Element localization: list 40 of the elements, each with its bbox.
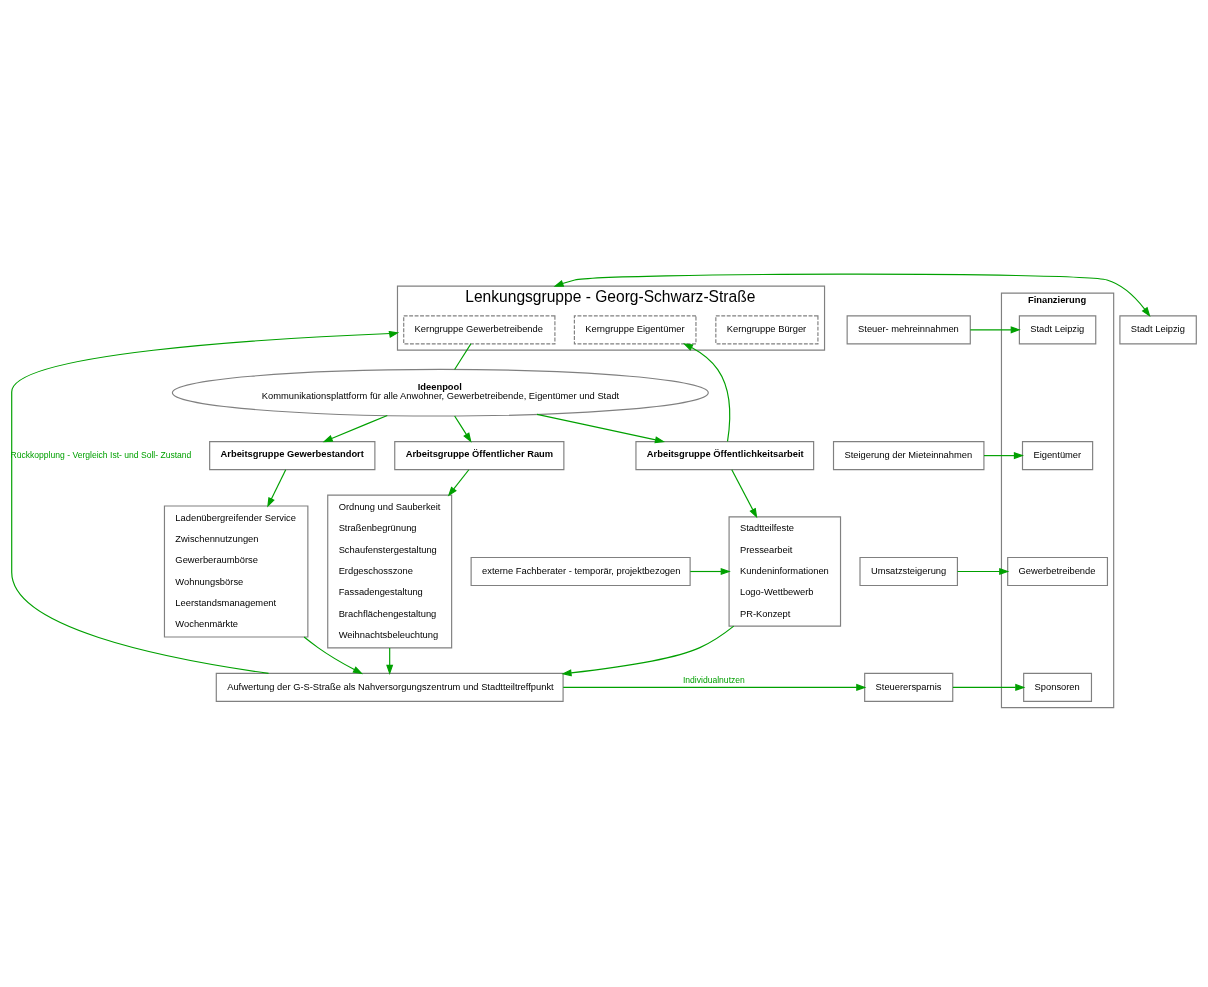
arrow (731, 468, 758, 518)
node-box: Steuer- mehreinnahmen (846, 314, 971, 344)
arrow (969, 325, 1021, 333)
edge-label: Individualnutzen (682, 674, 745, 685)
node-box: Kerngruppe Bürger (715, 314, 819, 344)
node-box: externe Fachberater - temporär, projektbezogen (470, 556, 691, 586)
node-box: Steuerersparnis (864, 672, 954, 702)
arrow (952, 683, 1026, 691)
arrow (536, 413, 666, 443)
arrow (682, 342, 731, 442)
node-box: Stadt Leipzig (1119, 314, 1197, 344)
arrow (689, 567, 731, 575)
node-box: Gewerbetreibende (1007, 556, 1109, 586)
node-box: Stadt Leipzig (1018, 314, 1097, 344)
arrow (454, 414, 472, 443)
arrow (956, 567, 1010, 575)
node-box: Steigerung der Mieteinnahmen (832, 440, 985, 470)
connector (454, 342, 472, 370)
arrow (11, 330, 400, 674)
node-box: Eigentümer (1021, 440, 1094, 470)
node-box: Sponsoren (1023, 672, 1093, 702)
arrow (983, 451, 1024, 459)
node-box: Ladenübergreifender Service Zwischennutzungen Gewerberaumbörse Wohnungsbörse Leerstandsmanagement Wochenmärkte (163, 504, 309, 638)
arrow (561, 625, 735, 676)
node-box: Arbeitsgruppe Öffentlicher Raum (394, 440, 565, 470)
node-box: Stadtteilfeste Pressearbeit Kundeninformationen Logo-Wettbewerb PR-Konzept (728, 515, 842, 627)
node-box: Kerngruppe Eigentümer (573, 314, 697, 344)
arrow (303, 636, 364, 674)
node-box: Umsatzsteigerung (859, 556, 958, 586)
node-box: Aufwertung der G-S-Straße als Nahversorgungszentrum und Stadtteiltreffpunkt (215, 672, 564, 702)
node-box: Kerngruppe Gewerbetreibende (403, 314, 556, 344)
arrow (553, 273, 1151, 317)
node-box: Arbeitsgruppe Öffentlichkeitsarbeit (635, 440, 815, 470)
node-ellipse: Ideenpool Kommunikationsplattform für alle Anwohner, Gewerbetreibende, Eigentümer und Stadt (171, 368, 709, 417)
arrow (447, 468, 470, 497)
node-box: Arbeitsgruppe Gewerbestandort (209, 440, 376, 470)
node-box: Ordnung und Sauberkeit Straßenbegrünung Schaufenstergestaltung Erdgeschosszone Fassadengestaltung Brachflächengestaltung Weihnachtsbeleuchtung (327, 494, 453, 648)
arrow (562, 683, 867, 691)
arrow (322, 414, 388, 442)
arrow (267, 468, 287, 508)
